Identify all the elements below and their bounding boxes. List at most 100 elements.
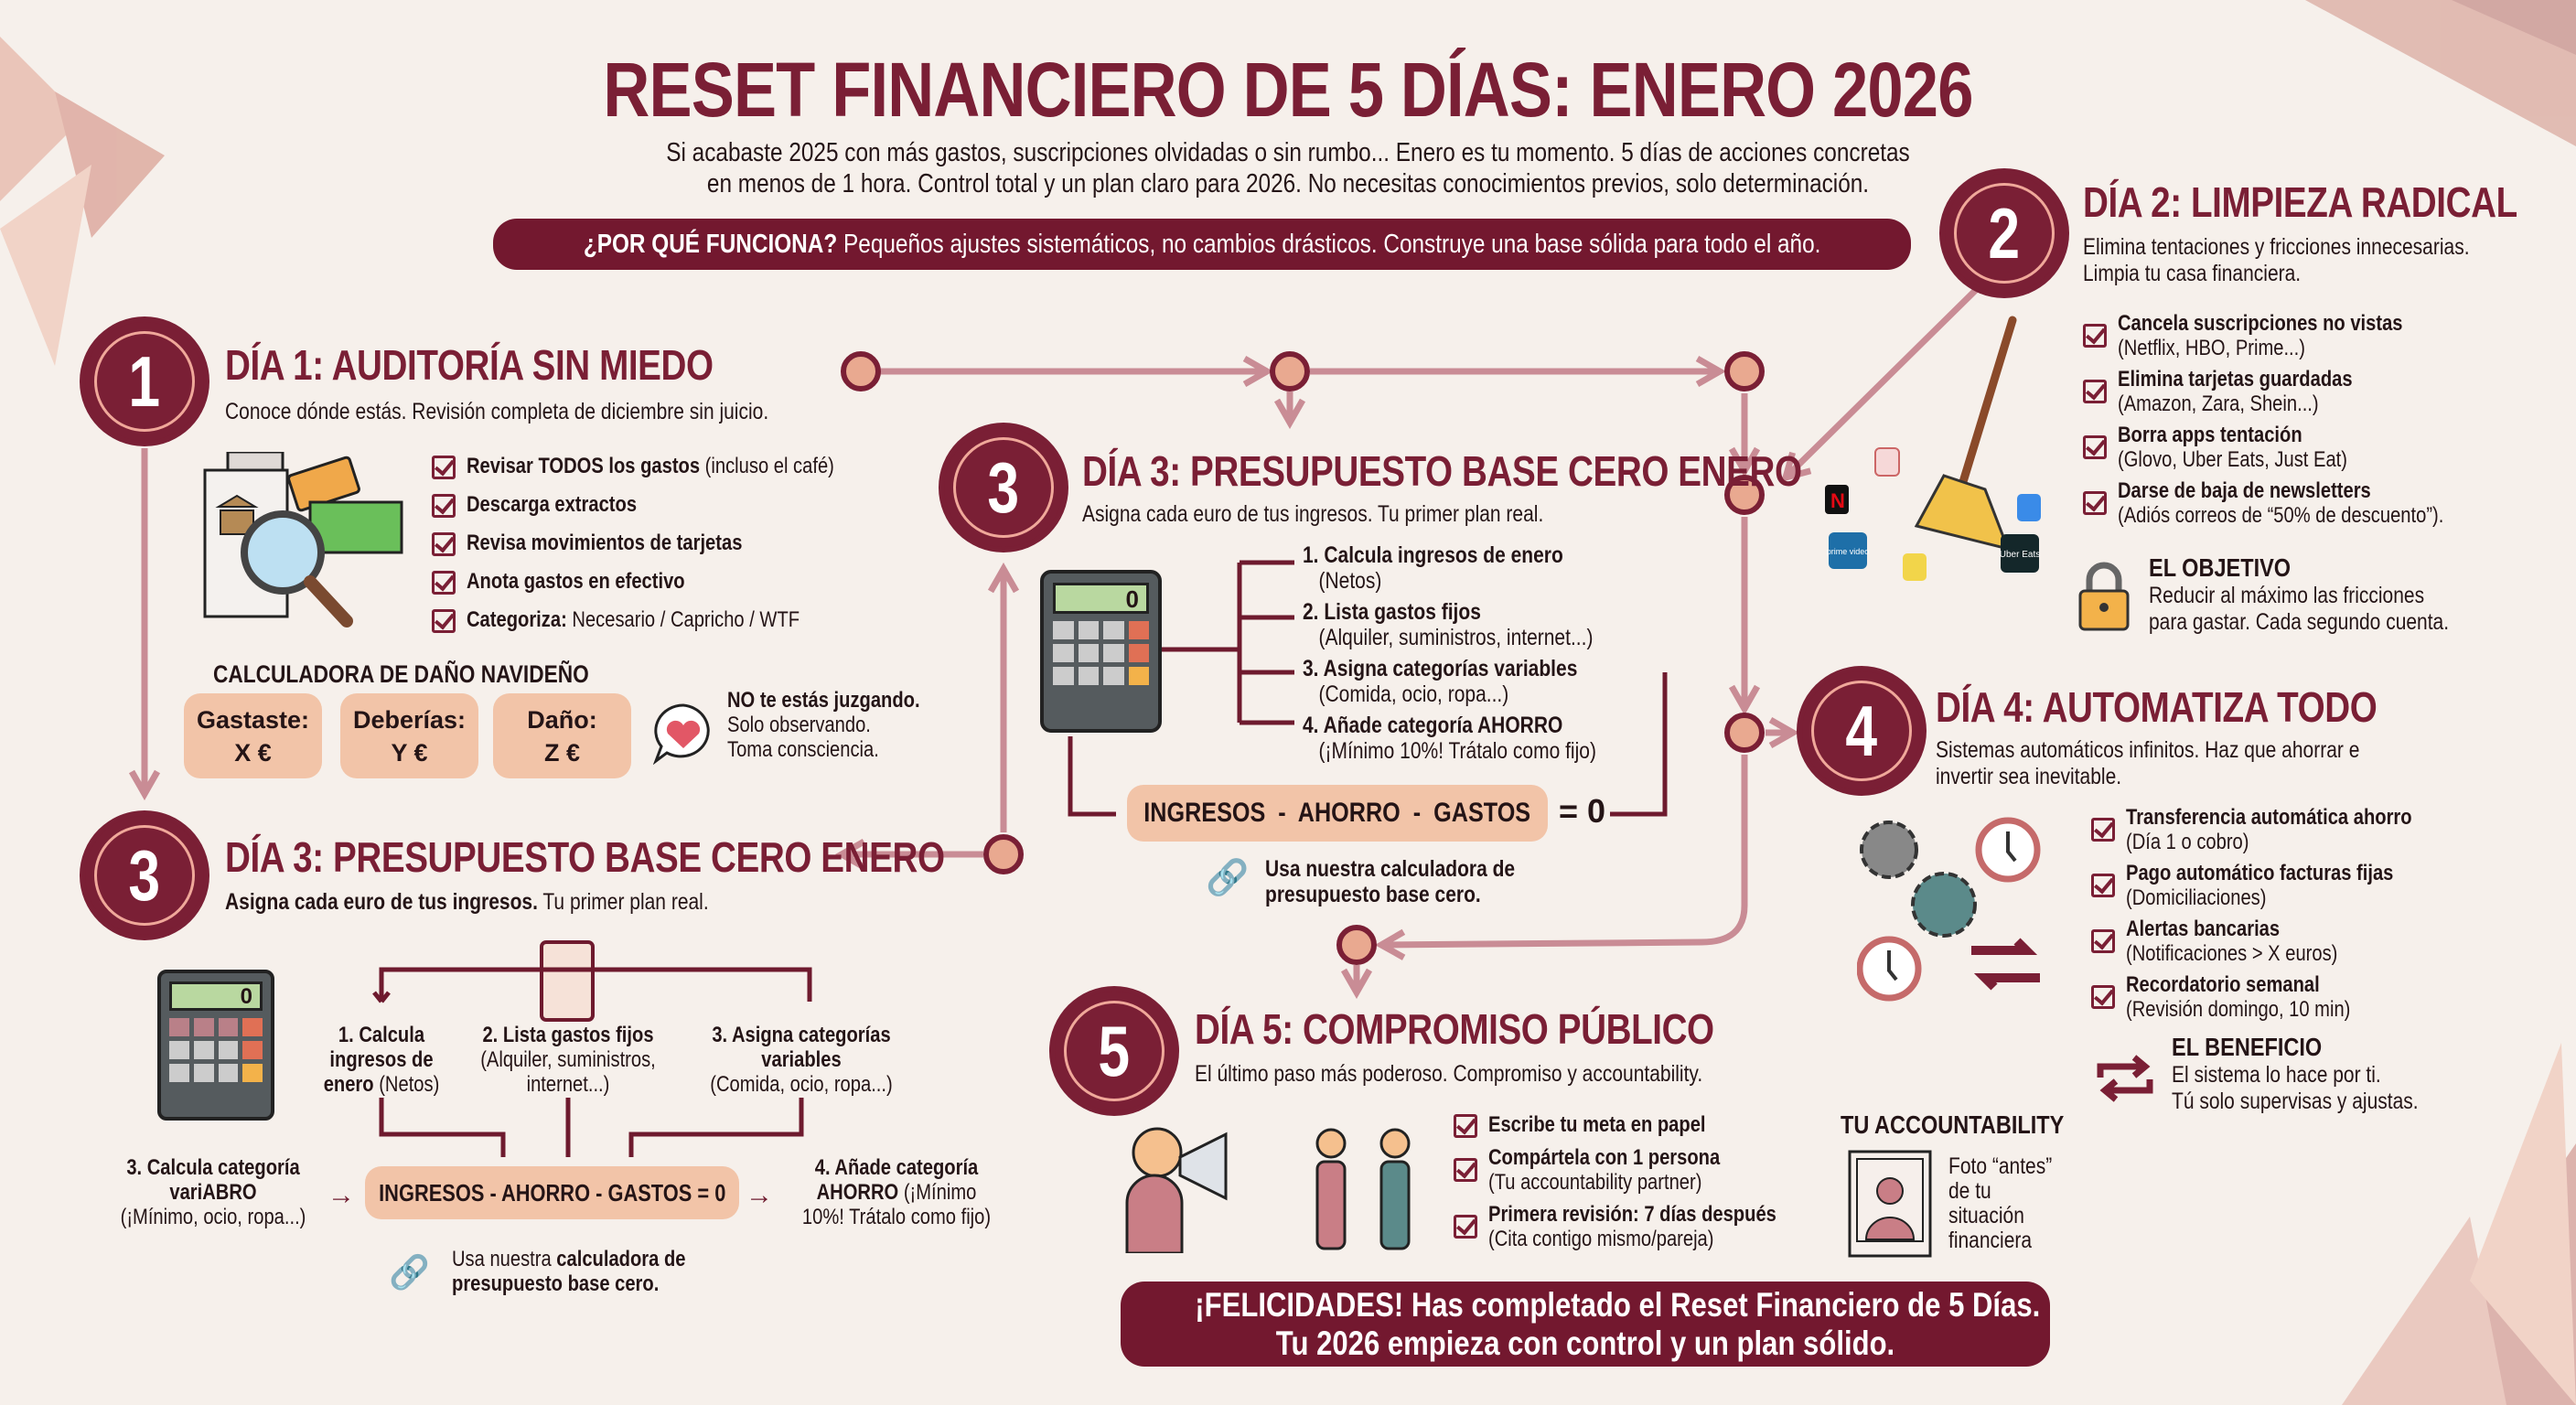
checklist-item[interactable]: Cancela suscripciones no vistas(Netflix,… — [2083, 311, 2506, 360]
broom-apps-icon: N prime video Uber Eats — [1825, 316, 2041, 581]
checkbox-icon[interactable] — [1454, 1114, 1477, 1138]
intro-text: Si acabaste 2025 con más gastos, suscrip… — [666, 138, 1910, 198]
checklist-item[interactable]: Descarga extractos — [432, 492, 904, 518]
zero-budget-formula: INGRESOS - AHORRO - GASTOS = 0 — [365, 1166, 739, 1219]
checklist-item[interactable]: Primera revisión: 7 días después(Cita co… — [1454, 1202, 1831, 1251]
accountability-title: TU ACCOUNTABILITY — [1841, 1110, 2065, 1139]
checkbox-icon[interactable] — [2083, 324, 2107, 348]
checklist-item[interactable]: Escribe tu meta en papel — [1454, 1112, 1831, 1138]
padlock-icon — [2078, 562, 2130, 631]
day2-desc: Elimina tentaciones y fricciones inneces… — [2083, 234, 2470, 286]
checklist-item[interactable]: Transferencia automática ahorro(Día 1 o … — [2091, 805, 2466, 854]
checklist-item[interactable]: Alertas bancarias(Notificaciones > X eur… — [2091, 917, 2466, 966]
day1-title: DÍA 1: AUDITORÍA SIN MIEDO — [225, 341, 714, 389]
checklist-item[interactable]: Revisar TODOS los gastos (incluso el caf… — [432, 454, 904, 479]
svg-text:N: N — [1830, 489, 1845, 512]
day3-badge: 3 — [944, 428, 1063, 547]
link-icon: 🔗 — [389, 1253, 430, 1291]
step-item: 4. Añade categoría AHORRO (¡Mínimo 10%! … — [1303, 713, 1596, 764]
zero-budget-formula: INGRESOS - AHORRO - GASTOS — [1127, 785, 1548, 842]
page-title: RESET FINANCIERO DE 5 DÍAS: ENERO 2026 — [603, 47, 1973, 133]
day1-checklist: Revisar TODOS los gastos (incluso el caf… — [432, 454, 904, 633]
day3-steps: 1. Calcula ingresos de enero (Netos) 2. … — [1303, 542, 1652, 764]
clipboard-icon — [540, 940, 595, 1022]
checkbox-icon[interactable] — [1454, 1215, 1477, 1239]
checkbox-icon[interactable] — [432, 571, 456, 595]
checklist-item[interactable]: Pago automático facturas fijas(Domicilia… — [2091, 861, 2466, 910]
cycle-arrows-icon — [2097, 1055, 2153, 1102]
day3-alt-flow-arrows — [372, 940, 812, 1157]
checklist-item[interactable]: Revisa movimientos de tarjetas — [432, 531, 904, 556]
day3-alt-title: DÍA 3: PRESUPUESTO BASE CERO ENERO — [225, 833, 945, 881]
step-item: 3. Asigna categorías variables (Comida, … — [1303, 656, 1578, 707]
checklist-item[interactable]: Elimina tarjetas guardadas(Amazon, Zara,… — [2083, 367, 2506, 416]
day1-note: NO te estás juzgando.Solo observando.Tom… — [727, 688, 920, 762]
why-it-works-banner: ¿POR QUÉ FUNCIONA? Pequeños ajustes sist… — [493, 219, 1911, 270]
day3-desc: Asigna cada euro de tus ingresos. Tu pri… — [1082, 501, 1544, 527]
uber-eats-label: Uber Eats — [2000, 550, 2040, 560]
day5-desc: El último paso más poderoso. Compromiso … — [1195, 1061, 1703, 1087]
calc-box-should: Deberías:Y € — [340, 693, 478, 778]
checkbox-icon[interactable] — [432, 532, 456, 556]
day3-alt-desc: Asigna cada euro de tus ingresos. Tu pri… — [225, 889, 709, 915]
checkbox-icon[interactable] — [432, 609, 456, 633]
checkbox-icon[interactable] — [432, 494, 456, 518]
calc-box-damage: Daño:Z € — [493, 693, 631, 778]
day2-checklist: Cancela suscripciones no vistas(Netflix,… — [2083, 311, 2506, 528]
day4-title: DÍA 4: AUTOMATIZA TODO — [1936, 683, 2377, 731]
checkbox-icon[interactable] — [2083, 491, 2107, 515]
checkbox-icon[interactable] — [2091, 985, 2115, 1009]
megaphone-handshake-icon — [1125, 1127, 1411, 1253]
checkbox-icon[interactable] — [432, 456, 456, 479]
day3-alt-step2: 2. Lista gastos fijos(Alquiler, suminist… — [480, 1023, 656, 1097]
netflix-app-icon — [1825, 485, 1849, 514]
prime-video-label: prime video — [1827, 547, 1870, 556]
checklist-item[interactable]: Borra apps tentación(Glovo, Uber Eats, J… — [2083, 423, 2506, 472]
uber-eats-app-icon — [2001, 534, 2039, 573]
calc-box-spent: Gastaste:X € — [184, 693, 322, 778]
day3-alt-badge: 3 — [85, 816, 204, 935]
calculator-icon: 0 — [157, 970, 274, 1121]
checklist-item[interactable]: Compártela con 1 persona(Tu accountabili… — [1454, 1145, 1831, 1195]
arrow-right-icon: → — [746, 1180, 773, 1210]
checkbox-icon[interactable] — [1454, 1158, 1477, 1182]
day4-checklist: Transferencia automática ahorro(Día 1 o … — [2091, 805, 2466, 1022]
day4-badge: 4 — [1802, 671, 1921, 790]
app-store-icon — [2017, 494, 2041, 521]
glovo-app-icon — [1903, 553, 1927, 581]
day2-badge: 2 — [1945, 174, 2064, 293]
checkbox-icon[interactable] — [2091, 818, 2115, 842]
damage-calculator-title: CALCULADORA DE DAÑO NAVIDEÑO — [213, 660, 589, 688]
day5-checklist: Escribe tu meta en papel Compártela con … — [1454, 1112, 1831, 1251]
heart-speech-icon — [652, 703, 710, 765]
step-item: 1. Calcula ingresos de enero (Netos) — [1303, 542, 1563, 594]
checkbox-icon[interactable] — [2091, 874, 2115, 897]
automation-gears-icon — [1857, 817, 2041, 1002]
checkbox-icon[interactable] — [2083, 380, 2107, 403]
formula-equals: = 0 — [1559, 792, 1606, 830]
checklist-item[interactable]: Categoriza: Necesario / Capricho / WTF — [432, 607, 904, 633]
day5-title: DÍA 5: COMPROMISO PÚBLICO — [1195, 1005, 1714, 1053]
day3-flow-arrows — [1068, 560, 1668, 817]
day5-badge: 5 — [1055, 992, 1174, 1110]
photo-frame-icon — [1848, 1150, 1932, 1258]
checklist-item[interactable]: Darse de baja de newsletters(Adiós corre… — [2083, 478, 2506, 528]
connector-nodes — [841, 351, 1765, 965]
checklist-item[interactable]: Anota gastos en efectivo — [432, 569, 904, 595]
day3-title: DÍA 3: PRESUPUESTO BASE CERO ENERO — [1082, 447, 1802, 495]
checklist-item[interactable]: Recordatorio semanal(Revisión domingo, 1… — [2091, 972, 2466, 1022]
checkbox-icon[interactable] — [2083, 435, 2107, 459]
checkbox-icon[interactable] — [2091, 929, 2115, 953]
day1-badge: 1 — [85, 322, 204, 441]
